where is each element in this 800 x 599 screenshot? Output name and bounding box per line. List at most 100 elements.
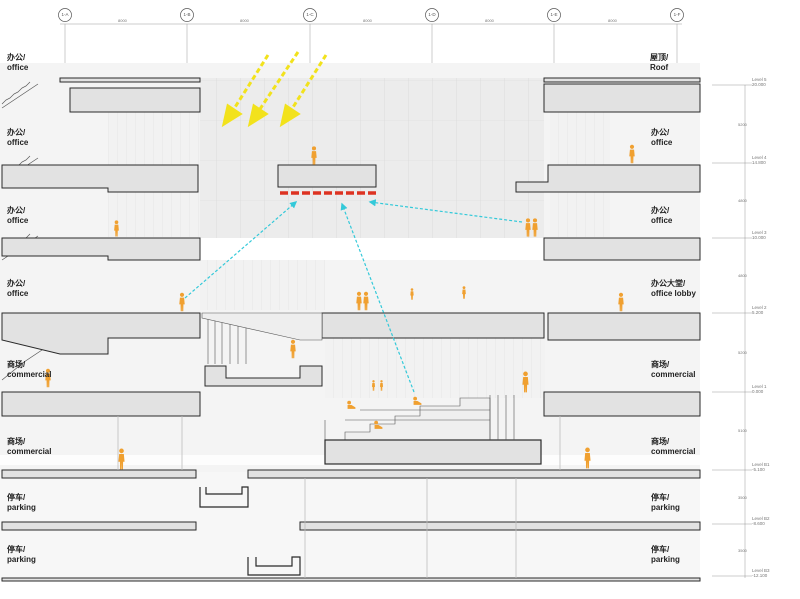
dimension-label: 8000: [363, 18, 372, 23]
level-height-dim: 5200: [738, 350, 747, 355]
level-marker: Level 1 0.000: [752, 384, 767, 394]
label-en: office: [7, 138, 29, 147]
label-cn: 办公大堂/: [651, 279, 686, 288]
sun-ray-arrow-icon: [221, 51, 328, 128]
level-elevation: 20.000: [752, 82, 766, 87]
level-name: Level B1: [752, 462, 770, 467]
basement-stair-cores: [199, 486, 301, 576]
level-name: Level 5: [752, 77, 767, 82]
level-elevation-rail: [712, 84, 752, 578]
level-name: Level 3: [752, 230, 767, 235]
level-marker: Level 2 5.200: [752, 305, 767, 315]
level-height-dim: 5100: [738, 428, 747, 433]
level-elevation: 5.200: [752, 310, 764, 315]
level-elevation: 10.000: [752, 235, 766, 240]
label-cn: 办公/: [7, 279, 26, 288]
grid-axis-label: 1-C: [306, 12, 314, 17]
dimension-label: 8000: [118, 18, 127, 23]
label-cn: 办公/: [7, 128, 26, 137]
lobby-void: [200, 238, 544, 260]
label-en: parking: [651, 503, 680, 512]
label-en: Roof: [650, 63, 669, 72]
left-floor-label: 办公/ office: [7, 206, 28, 226]
level-marker: Level B2 -8.600: [752, 516, 770, 526]
left-floor-label: 停车/ parking: [7, 545, 36, 565]
level-height-dim: 5200: [738, 122, 747, 127]
right-floor-label: 停车/ parking: [651, 545, 680, 565]
level-elevation: -8.600: [752, 521, 765, 526]
right-floor-label: 办公/ office: [651, 128, 672, 148]
dimension-label: 8000: [240, 18, 249, 23]
label-cn: 屋顶/: [650, 53, 669, 62]
label-en: commercial: [7, 447, 52, 456]
level-marker: Level 4 14.800: [752, 155, 767, 165]
level-name: Level 2: [752, 305, 767, 310]
level-height-dim: 3500: [738, 548, 747, 553]
right-floor-label: 办公大堂/ office lobby: [651, 279, 696, 299]
grid-axis-label: 1-D: [428, 12, 436, 17]
grid-axis-bubbles: [58, 8, 684, 22]
grid-axis-label: 1-E: [550, 12, 558, 17]
label-en: office: [7, 289, 29, 298]
grid-axis-label: 1-F: [673, 12, 681, 17]
label-cn: 停车/: [651, 493, 670, 502]
label-en: commercial: [651, 370, 696, 379]
level-marker: Level 5 20.000: [752, 77, 767, 87]
level-elevation: 0.000: [752, 389, 764, 394]
light-path-arrow-icon: [184, 199, 523, 393]
right-floor-label: 商场/ commercial: [651, 437, 695, 457]
left-floor-label: 办公/ office: [7, 128, 28, 148]
left-floor-label: 停车/ parking: [7, 493, 36, 513]
left-floor-label: 办公/ office: [7, 53, 28, 73]
escalator-pit: [204, 365, 323, 387]
level-elevation: -12.100: [752, 573, 768, 578]
label-cn: 办公/: [651, 206, 670, 215]
level-name: Level B2: [752, 516, 770, 521]
grid-axis-label: 1-B: [183, 12, 191, 17]
level-marker: Level B1 -5.100: [752, 462, 770, 472]
level-marker: Level 3 10.000: [752, 230, 767, 240]
label-cn: 停车/: [7, 493, 26, 502]
level-elevation: 14.800: [752, 160, 766, 165]
label-cn: 商场/: [7, 360, 26, 369]
label-en: commercial: [651, 447, 696, 456]
label-en: office: [651, 138, 673, 147]
label-cn: 商场/: [651, 360, 670, 369]
level-elevation: -5.100: [752, 467, 765, 472]
label-en: parking: [7, 503, 36, 512]
label-en: office: [7, 63, 29, 72]
label-cn: 停车/: [7, 545, 26, 554]
label-cn: 办公/: [651, 128, 670, 137]
level-height-dim: 4800: [738, 273, 747, 278]
label-cn: 商场/: [651, 437, 670, 446]
structural-columns: [117, 416, 561, 578]
floor-slabs: [1, 77, 701, 582]
level-marker: Level B3 -12.100: [752, 568, 770, 578]
atrium-glazing: [200, 78, 544, 238]
label-cn: 商场/: [7, 437, 26, 446]
grid-axis-label: 1-A: [61, 12, 69, 17]
right-floor-label: 办公/ office: [651, 206, 672, 226]
right-floor-label: 屋顶/ Roof: [650, 53, 668, 73]
label-en: parking: [651, 555, 680, 564]
label-en: office: [651, 216, 673, 225]
atrium-seating-steps: [324, 397, 491, 441]
left-floor-label: 商场/ commercial: [7, 437, 51, 457]
label-en: commercial: [7, 370, 52, 379]
level-name: Level B3: [752, 568, 770, 573]
left-floor-label: 商场/ commercial: [7, 360, 51, 380]
level-name: Level 1: [752, 384, 767, 389]
label-cn: 停车/: [651, 545, 670, 554]
commercial-glazing: [325, 338, 545, 398]
label-en: office lobby: [651, 289, 696, 298]
ramp-slab: [201, 312, 323, 341]
dimension-label: 8000: [608, 18, 617, 23]
level-name: Level 4: [752, 155, 767, 160]
level-height-dim: 3500: [738, 495, 747, 500]
left-floor-label: 办公/ office: [7, 279, 28, 299]
right-floor-label: 停车/ parking: [651, 493, 680, 513]
lobby-glazing: [200, 260, 325, 310]
label-cn: 办公/: [7, 53, 26, 62]
label-cn: 办公/: [7, 206, 26, 215]
